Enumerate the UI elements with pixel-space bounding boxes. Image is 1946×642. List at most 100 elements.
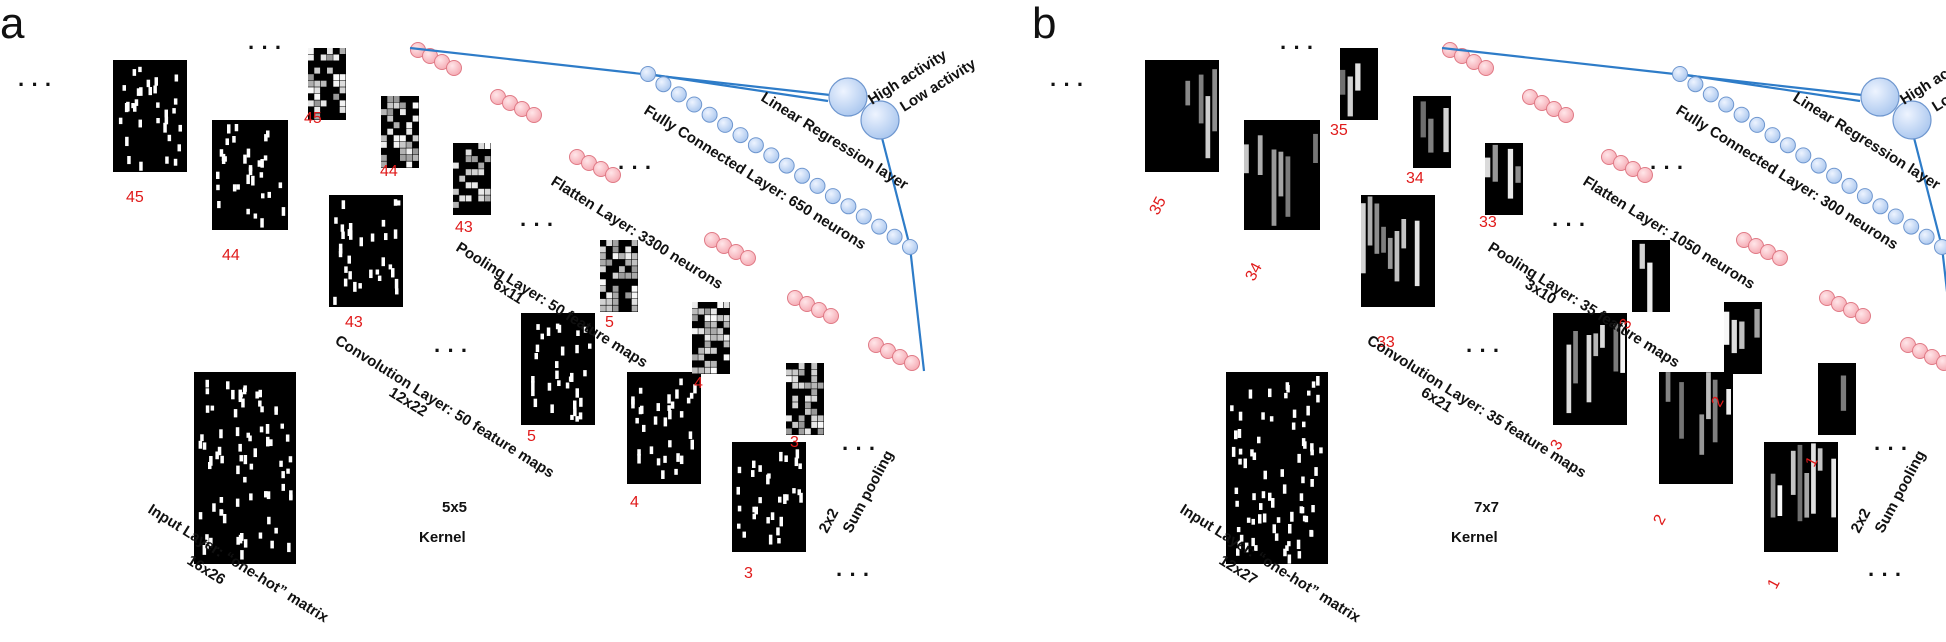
map-pixel [667,405,671,411]
connection-line [1449,121,1578,140]
map-pixel [153,85,157,94]
map-pixel [799,492,803,503]
map-pixel [723,302,730,308]
flatten-neuron-group [410,42,462,76]
map-pixel [1699,414,1705,455]
flatten-neuron [1772,250,1788,266]
map-pixel [472,182,478,189]
map-pixel [1507,148,1514,199]
map-pixel [625,292,632,299]
map-pixel [692,308,698,315]
pool-map-index: 33 [1479,214,1497,231]
fc-neuron [778,157,795,174]
pool-map-index: 5 [605,314,614,331]
map-pixel [798,369,805,376]
map-pixel [640,405,644,414]
map-pixel [817,415,824,422]
map-pixel [638,387,643,394]
connection-line [489,155,573,175]
map-pixel [1205,96,1211,159]
map-pixel [1272,524,1276,534]
map-pixel [381,219,386,227]
map-pixel [279,460,283,467]
connection-line [1376,68,1486,86]
map-pixel [656,403,660,412]
map-pixel [631,259,638,266]
map-pixel [711,347,717,354]
connection-line [728,296,791,334]
pooling-feature-map [1818,363,1856,435]
map-pixel [1613,323,1619,372]
map-pixel [1739,321,1745,349]
map-pixel [308,100,314,107]
map-pixel [478,162,485,169]
map-pixel [1724,311,1730,345]
map-pixel [534,353,538,360]
map-pixel [668,440,672,448]
ellipsis-left: · · · [1050,72,1084,97]
map-pixel [393,96,400,102]
map-pixel [798,421,805,428]
input-layer-matrix [194,372,296,564]
connection-line [1315,156,1425,170]
map-pixel [248,435,252,442]
map-pixel [575,344,579,354]
panel-letter: b [1032,0,1056,48]
fc-neuron [1702,86,1719,103]
map-pixel [1252,452,1257,461]
map-pixel [327,67,333,74]
map-pixel [243,455,248,465]
map-pixel [758,465,762,472]
map-pixel [1257,135,1263,175]
pool-map-index: 4 [694,375,703,392]
map-pixel [600,298,606,305]
map-pixel [1340,69,1346,95]
map-pixel [308,80,314,87]
map-pixel [1420,101,1426,138]
flatten-neuron [1478,60,1494,76]
map-pixel [606,305,613,312]
map-pixel [1754,309,1760,338]
map-pixel [1310,479,1314,487]
map-pixel [154,77,158,86]
map-pixel [1361,203,1366,274]
map-pixel [339,106,346,113]
fc-neuron [655,76,672,93]
regression-link [878,129,912,248]
fc-neuron [1841,177,1858,194]
fc-neuron [1887,208,1904,225]
map-pixel [752,460,756,468]
pooling-feature-map [600,240,638,312]
map-pixel [246,174,250,185]
map-pixel [676,453,680,462]
map-pixel [798,363,805,369]
fc-neuron [747,137,764,154]
map-pixel [1355,63,1361,91]
map-pixel [1257,436,1261,444]
fc-neuron [1903,218,1920,235]
map-pixel [215,451,219,460]
map-pixel [1566,344,1572,414]
map-pixel [163,122,167,133]
map-pixel [1414,220,1420,287]
map-pixel [1284,392,1288,399]
map-pixel [704,367,711,374]
map-pixel [717,328,724,335]
map-pixel [711,360,717,367]
map-pixel [208,462,212,470]
map-pixel [1237,429,1242,438]
map-pixel [280,423,284,429]
map-pixel [395,288,399,295]
map-pixel [1283,548,1287,557]
connection-line [417,95,494,128]
map-pixel [1239,534,1244,542]
map-pixel [679,378,683,386]
map-pixel [686,397,691,404]
fc-neuron [886,228,903,245]
connection-line [1521,175,1645,181]
map-pixel [1230,405,1234,412]
map-pixel [198,440,203,449]
map-pixel [233,409,238,418]
